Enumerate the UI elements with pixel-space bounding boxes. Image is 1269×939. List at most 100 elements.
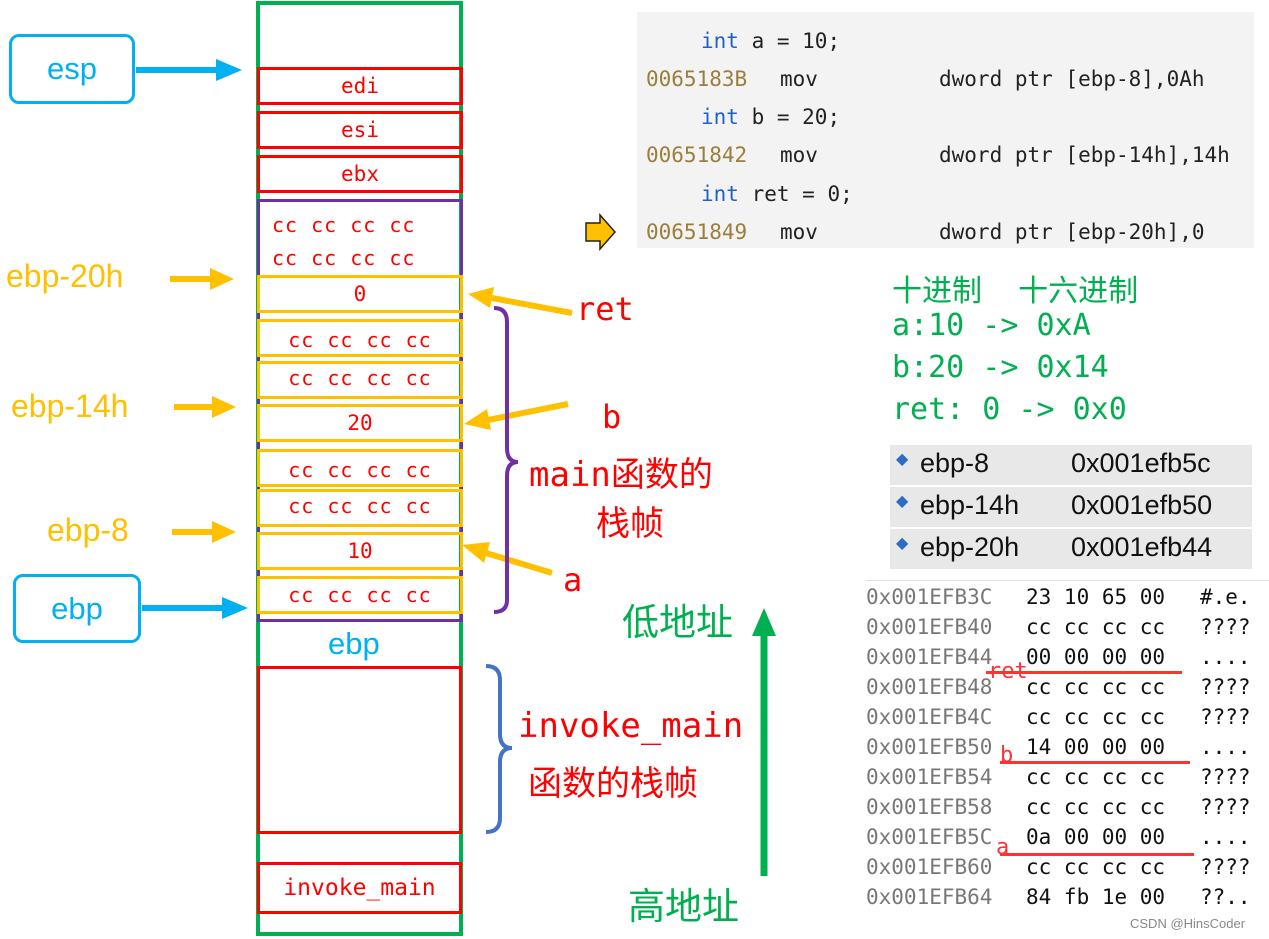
watch-name: ebp-8 (920, 448, 990, 478)
memory-row: 0x001EFB5C 0a 00 00 00.... (866, 825, 1266, 853)
current-line-arrow (585, 213, 617, 251)
saved-ebp-label: ebp (328, 626, 380, 661)
stack-slot-a: 10 (257, 532, 463, 570)
esp-pointer-label: esp (9, 34, 135, 104)
watch-bullet-icon: ◆ (896, 535, 909, 552)
invoke-main-frame-box (257, 666, 462, 834)
memory-ascii: ???? (1200, 765, 1251, 789)
watermark: CSDN @HinsCoder (1130, 916, 1246, 931)
asm-args: dword ptr [ebp-14h],14h (939, 143, 1230, 167)
low-address-label: 低地址 (622, 602, 733, 643)
asm-address: 00651842 (646, 143, 748, 167)
memory-bytes: cc cc cc cc (1026, 675, 1166, 699)
main-frame-label: main函数的 (529, 455, 713, 495)
main-frame-label-2: 栈帧 (596, 504, 664, 544)
watch-table: ◆ ebp-8 0x001efb5c ◆ ebp-14h 0x001efb50 … (890, 445, 1252, 569)
stack-slot-cc: cc cc cc cc (257, 489, 463, 527)
memory-ascii: #.e. (1200, 585, 1251, 609)
ebp-20h-arrow-head (210, 268, 234, 290)
stack-slot-cc: cc cc cc cc (257, 449, 463, 487)
conversion-row-ret: ret: 0 -> 0x0 (892, 392, 1127, 427)
code-text: ret = 0; (738, 182, 853, 206)
stack-slot-cc: cc cc cc cc (257, 319, 463, 357)
code-text: b = 20; (738, 105, 841, 129)
memory-ascii: .... (1200, 735, 1251, 759)
a-annotation: a (563, 561, 583, 599)
cc-row: cc cc cc cc (272, 213, 416, 237)
asm-line: 00651842 mov dword ptr [ebp-14h],14h (646, 143, 1230, 167)
memory-row: 0x001EFB4C cc cc cc cc???? (866, 705, 1266, 733)
high-address-label: 高地址 (628, 886, 739, 927)
source-line: int ret = 0; (701, 182, 853, 206)
source-line: int b = 20; (701, 105, 840, 129)
memory-bytes: 14 00 00 00 (1026, 735, 1166, 759)
memory-bytes: cc cc cc cc (1026, 705, 1166, 729)
memory-bytes: 0a 00 00 00 (1026, 825, 1166, 849)
invoke-main-brace (485, 664, 513, 834)
ebp-arrow-head (222, 597, 248, 619)
memory-row: 0x001EFB64 84 fb 1e 00??.. (866, 885, 1266, 913)
memory-ascii: ???? (1200, 795, 1251, 819)
memory-ascii: .... (1200, 645, 1251, 669)
invoke-frame-label-2: 函数的栈帧 (528, 764, 698, 804)
cc-row: cc cc cc cc (288, 458, 432, 482)
b-annotation: b (602, 398, 622, 436)
ebp-pointer-label: ebp (13, 574, 141, 643)
memory-address: 0x001EFB4C (866, 705, 993, 729)
ret-underline (986, 671, 1182, 674)
stack-slot-b: 20 (257, 404, 463, 442)
asm-args: dword ptr [ebp-20h],0 (939, 220, 1205, 244)
cc-row: cc cc cc cc (288, 366, 432, 390)
memory-address: 0x001EFB64 (866, 885, 993, 909)
memory-address: 0x001EFB5C (866, 825, 993, 849)
ret-arrow-head (468, 287, 494, 308)
watch-row[interactable]: ◆ ebp-8 0x001efb5c (890, 445, 1252, 485)
watch-name: ebp-20h (920, 532, 1020, 562)
ret-arrow (491, 295, 573, 316)
code-text: a = 10; (738, 29, 841, 53)
asm-op: mov (780, 143, 818, 167)
watch-value: 0x001efb5c (1071, 448, 1211, 478)
ebp-20h-label: ebp-20h (6, 258, 124, 294)
a-memory-tag: a (996, 835, 1010, 860)
source-line: int a = 10; (701, 29, 840, 53)
address-direction-arrow-head (752, 608, 776, 636)
watch-value: 0x001efb50 (1071, 490, 1213, 520)
memory-address: 0x001EFB54 (866, 765, 993, 789)
stack-slot-esi: esi (257, 111, 463, 149)
stack-slot-ebx: ebx (257, 155, 463, 193)
memory-address: 0x001EFB48 (866, 675, 993, 699)
memory-ascii: ??.. (1200, 885, 1251, 909)
ebp-8-arrow-head (212, 521, 236, 543)
ebp-14h-arrow-head (212, 396, 236, 418)
stack-slot-edi: edi (257, 67, 463, 105)
memory-bytes: 84 fb 1e 00 (1026, 885, 1166, 909)
memory-ascii: ???? (1200, 855, 1251, 879)
keyword-int: int (701, 29, 739, 53)
a-arrow-head (462, 542, 490, 563)
asm-address: 0065183B (646, 67, 748, 91)
memory-ascii: ???? (1200, 675, 1251, 699)
keyword-int: int (701, 182, 739, 206)
memory-bytes: cc cc cc cc (1026, 615, 1166, 639)
memory-ascii: ???? (1200, 705, 1251, 729)
cc-row: cc cc cc cc (288, 583, 432, 607)
conversion-row-a: a:10 -> 0xA (892, 308, 1091, 343)
conversion-header: 十进制 十六进制 (892, 274, 1139, 309)
watch-row[interactable]: ◆ ebp-20h 0x001efb44 (890, 529, 1252, 569)
watch-row[interactable]: ◆ ebp-14h 0x001efb50 (890, 487, 1252, 527)
stack-slot-invoke-main: invoke_main (257, 862, 462, 914)
b-underline (1000, 761, 1190, 764)
ret-memory-tag: ret (988, 659, 1028, 684)
watch-bullet-icon: ◆ (896, 451, 909, 468)
memory-ascii: .... (1200, 825, 1251, 849)
cc-row: cc cc cc cc (288, 328, 432, 352)
